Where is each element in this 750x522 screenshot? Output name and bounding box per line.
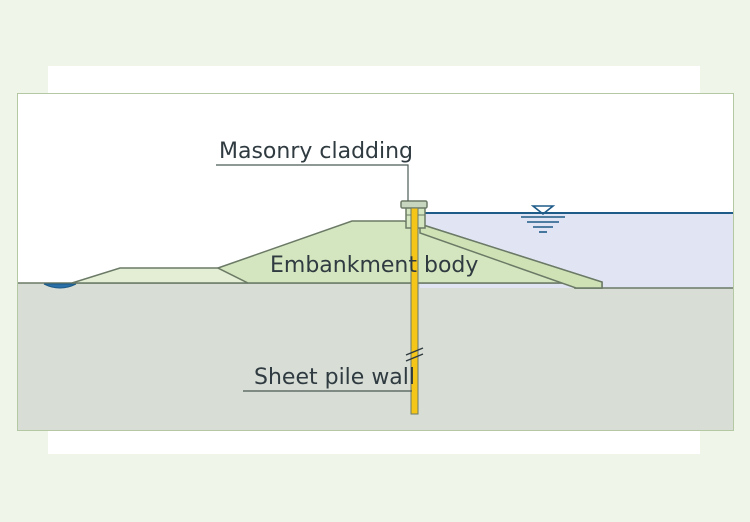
water-level-icon — [521, 205, 565, 233]
ground-subsoil — [18, 283, 733, 430]
sheet-pile-wall-label: Sheet pile wall — [254, 365, 415, 390]
ditch-water — [43, 283, 77, 289]
sheet-pile-wall — [410, 207, 419, 415]
masonry-cladding-label: Masonry cladding — [219, 139, 413, 164]
break-mark-icon — [405, 347, 424, 362]
embankment-body-label: Embankment body — [270, 253, 478, 278]
masonry-leader-line — [216, 164, 409, 201]
slope-revetment — [419, 222, 603, 289]
